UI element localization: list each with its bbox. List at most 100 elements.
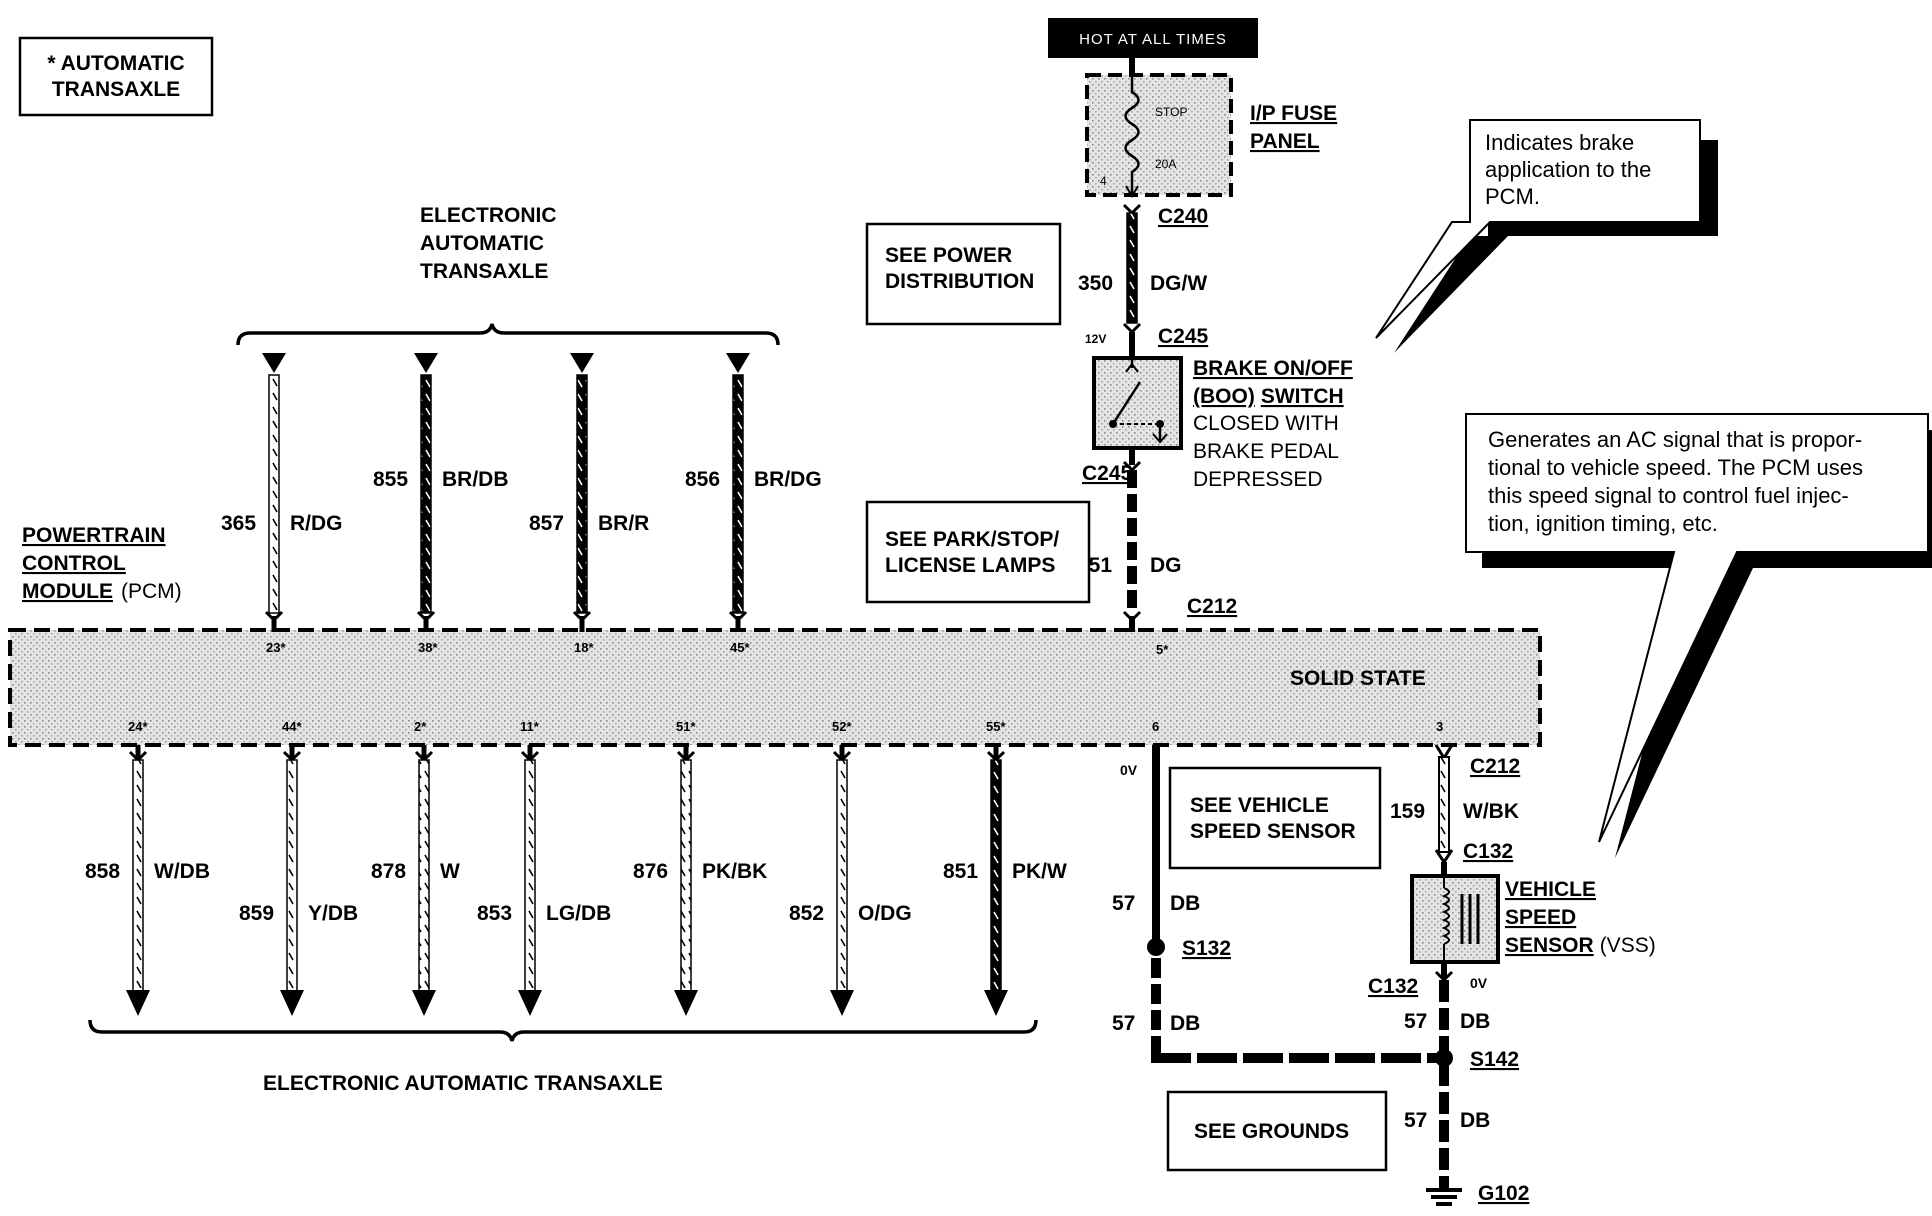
solid-state-label: SOLID STATE — [1290, 667, 1426, 690]
see-park-line-2: LICENSE LAMPS — [885, 554, 1055, 577]
boo-label-2: (BOO)SWITCH — [1193, 385, 1344, 408]
coil-icon — [1441, 876, 1480, 962]
bottom-group-label: ELECTRONIC AUTOMATIC TRANSAXLE — [263, 1072, 663, 1095]
pcm-pin-3: 3 — [1436, 719, 1443, 734]
wire-159 — [1438, 756, 1450, 853]
pcm-block: SOLID STATE — [8, 628, 1542, 747]
see-grounds-label: SEE GROUNDS — [1194, 1120, 1349, 1143]
wire-color: BR/DB — [442, 468, 509, 491]
wire-body — [524, 759, 536, 993]
see-vss-box[interactable] — [1168, 766, 1382, 870]
wire-circuit: 853 — [477, 902, 512, 925]
wire-arrow-icon — [726, 353, 750, 373]
wire-57-color-2: DB — [1170, 1012, 1200, 1035]
top-group-line-1: ELECTRONIC — [420, 204, 557, 227]
boo-label-4: BRAKE PEDAL — [1193, 440, 1339, 463]
wire-57-circuit-1: 57 — [1112, 892, 1135, 915]
voltage-0v-left: 0V — [1120, 762, 1138, 778]
wire-color: R/DG — [290, 512, 343, 535]
wire-350 — [1126, 212, 1138, 324]
see-park-stop-lamps-box[interactable] — [865, 500, 1091, 604]
top-group-line-2: AUTOMATIC — [420, 232, 544, 255]
pcm-pin: 51* — [676, 719, 696, 734]
pcm-pin: 24* — [128, 719, 148, 734]
g102-label: G102 — [1478, 1182, 1529, 1205]
vss-label-abbrev: (VSS) — [1600, 934, 1656, 957]
wire-body — [418, 759, 430, 993]
legend-box: * AUTOMATIC TRANSAXLE — [18, 36, 214, 117]
voltage-12v: 12V — [1085, 332, 1106, 346]
wire-body — [836, 759, 848, 993]
vss-label-3: SENSOR(VSS) — [1505, 934, 1656, 957]
vss-note-line-1: Generates an AC signal that is propor- — [1488, 427, 1862, 452]
wire-circuit: 876 — [633, 860, 668, 883]
top-group-line-3: TRANSAXLE — [420, 260, 548, 283]
wire-351-color: DG — [1150, 554, 1182, 577]
vss-note-line-2: tional to vehicle speed. The PCM uses — [1488, 455, 1863, 480]
wire-57-color-4: DB — [1460, 1109, 1490, 1132]
vss-sensor-box — [1410, 874, 1500, 964]
top-wire-857: 857 BR/R 18* — [529, 353, 649, 655]
fuse-panel-box — [1085, 73, 1233, 197]
see-vss-line-1: SEE VEHICLE — [1190, 794, 1329, 817]
top-group-brace — [236, 323, 780, 346]
wire-circuit: 859 — [239, 902, 274, 925]
wire-color: BR/R — [598, 512, 649, 535]
wire-57-circuit-2: 57 — [1112, 1012, 1135, 1035]
vss-circuit: 6 3 0V 57 DB S132 57 DB SEE VEHICLE SPEE… — [1112, 719, 1656, 1206]
wire-body — [990, 759, 1002, 993]
hot-label: HOT AT ALL TIMES — [1079, 31, 1227, 48]
pcm-pin: 18* — [574, 640, 594, 655]
see-power-distribution-box[interactable] — [865, 222, 1062, 326]
wire-350-color: DG/W — [1150, 272, 1207, 295]
wire-circuit: 852 — [789, 902, 824, 925]
wire-body — [420, 374, 432, 614]
wire-body — [132, 759, 144, 993]
pcm-pin: 44* — [282, 719, 302, 734]
wire-circuit: 856 — [685, 468, 720, 491]
brake-callout: Indicates brake application to the PCM. — [1375, 119, 1718, 353]
wire-color: LG/DB — [546, 902, 611, 925]
see-power-line-1: SEE POWER — [885, 244, 1012, 267]
pcm-pin: 55* — [986, 719, 1006, 734]
wire-350-circuit: 350 — [1078, 272, 1113, 295]
wire-color: W/DB — [154, 860, 210, 883]
wire-color: PK/BK — [702, 860, 767, 883]
wire-color: Y/DB — [308, 902, 358, 925]
pcm-pin: 2* — [414, 719, 427, 734]
wire-circuit: 857 — [529, 512, 564, 535]
wire-57-color-3: DB — [1460, 1010, 1490, 1033]
bottom-wire-859: 44* 859 Y/DB — [239, 719, 358, 1016]
wire-body — [680, 759, 692, 993]
wire-arrow-icon — [984, 990, 1008, 1016]
c245-bottom-label: C245 — [1082, 462, 1133, 485]
splice-s142 — [1435, 1049, 1453, 1067]
see-grounds-box[interactable] — [1166, 1090, 1388, 1172]
pcm-pin-5: 5* — [1156, 642, 1169, 657]
wire-arrow-icon — [830, 990, 854, 1016]
brake-note-line-3: PCM. — [1485, 184, 1540, 209]
pcm-label-line-1: POWERTRAIN — [22, 524, 166, 547]
top-transaxle-group: ELECTRONIC AUTOMATIC TRANSAXLE — [236, 204, 780, 346]
vss-callout: Generates an AC signal that is propor- t… — [1465, 413, 1932, 858]
pcm-label: POWERTRAIN CONTROL MODULE(PCM) — [22, 524, 182, 603]
wire-body — [268, 374, 280, 614]
hot-at-all-times-banner — [1048, 18, 1258, 58]
s132-label: S132 — [1182, 937, 1231, 960]
vss-note-line-3: this speed signal to control fuel injec- — [1488, 483, 1849, 508]
wire-arrow-icon — [674, 990, 698, 1016]
fuse-pin: 4 — [1100, 174, 1107, 188]
boo-label-3: CLOSED WITH — [1193, 412, 1339, 435]
vss-label-2: SPEED — [1505, 906, 1576, 929]
wire-arrow-icon — [412, 990, 436, 1016]
pcm-pin: 23* — [266, 640, 286, 655]
wire-circuit: 878 — [371, 860, 406, 883]
